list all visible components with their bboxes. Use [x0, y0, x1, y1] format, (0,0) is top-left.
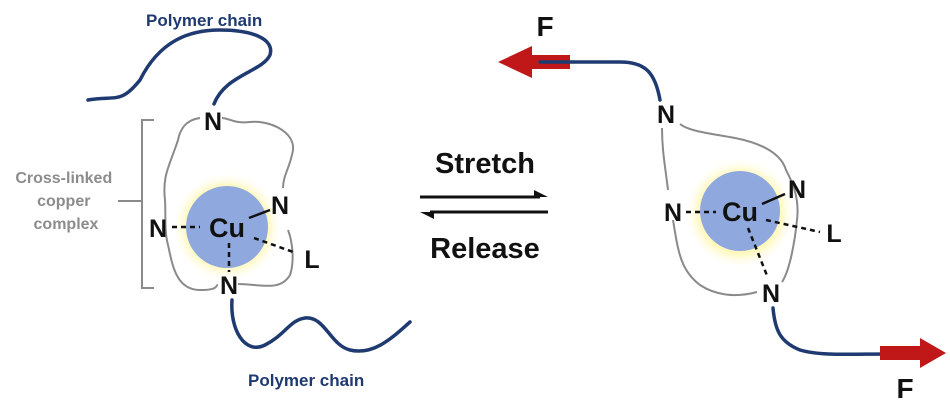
right-atom-n-right: N — [788, 176, 806, 204]
bottom-force-label: F — [896, 373, 913, 404]
right-top-polymer-chain — [538, 60, 662, 102]
bottom-force-arrow-head — [920, 338, 946, 368]
top-polymer-chain-label: Polymer chain — [146, 11, 262, 30]
left-bond-n-right — [248, 208, 271, 220]
bottom-polymer-chain-label: Polymer chain — [248, 371, 364, 390]
right-ligand-l: L — [826, 220, 841, 248]
left-bond-ligand — [253, 236, 297, 255]
left-atom-n-bottom: N — [220, 272, 238, 300]
left-copper-label: Cu — [209, 213, 245, 243]
equilibrium: Stretch Release — [420, 148, 548, 265]
left-copper-disc — [186, 186, 268, 268]
crosslinked-copper-complex-label: Cross-linked copper complex — [15, 170, 116, 233]
left-atom-n-top: N — [204, 108, 222, 136]
left-atom-n-right: N — [271, 192, 289, 220]
stretch-label: Stretch — [435, 148, 535, 180]
top-polymer-chain — [86, 28, 273, 106]
forward-arrow-head — [534, 190, 548, 197]
right-bond-ligand — [765, 218, 821, 234]
right-atom-n-top: N — [657, 101, 675, 129]
left-bracket — [141, 119, 154, 289]
left-complex: Polymer chain Cross-linked copper comple… — [15, 11, 412, 390]
left-atom-n-left: N — [149, 215, 167, 243]
right-bond-n-right — [761, 192, 786, 206]
release-label: Release — [430, 233, 540, 265]
right-complex: F N N N N L Cu F — [498, 11, 946, 404]
right-atom-n-bottom: N — [762, 280, 780, 308]
reverse-arrow-head — [420, 212, 434, 219]
right-bottom-polymer-chain — [771, 306, 892, 357]
top-force-label: F — [536, 11, 553, 42]
right-atom-n-left: N — [664, 199, 682, 227]
right-crosslink-ring — [661, 123, 799, 297]
left-ligand-l: L — [304, 246, 319, 274]
bottom-polymer-chain — [230, 298, 412, 353]
right-copper-label: Cu — [722, 197, 758, 227]
right-copper-disc — [700, 171, 780, 251]
bottom-force-arrow-shaft — [880, 346, 924, 360]
left-crosslink-ring — [163, 117, 295, 292]
top-force-arrow-head — [498, 46, 532, 78]
